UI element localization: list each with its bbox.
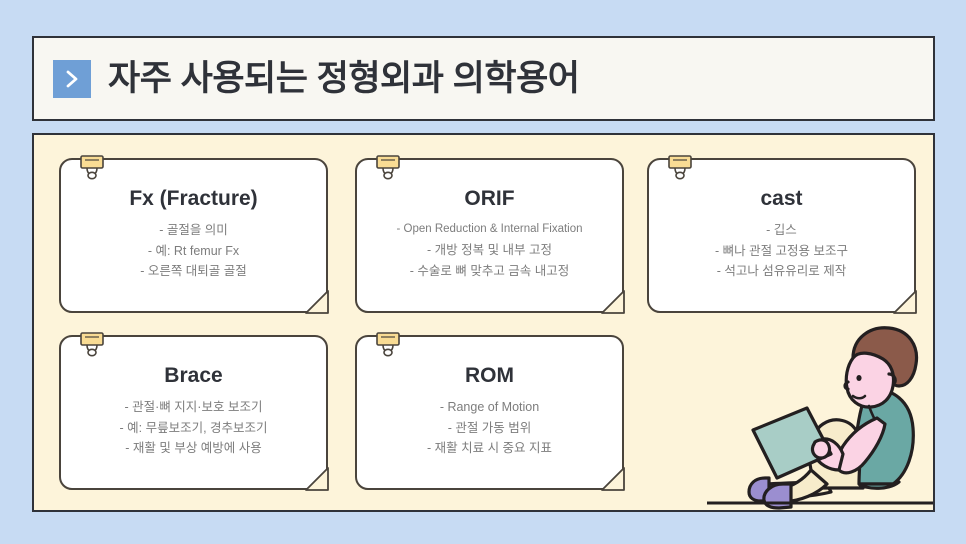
term-card-orif[interactable]: ORIF - Open Reduction & Internal Fixatio… <box>355 155 625 314</box>
card-body: - 깁스 - 뼈나 관절 고정용 보조구 - 석고나 섬유유리로 제작 <box>715 222 848 281</box>
card-line: - 재활 및 부상 예방에 사용 <box>125 441 262 456</box>
term-card-cast[interactable]: cast - 깁스 - 뼈나 관절 고정용 보조구 - 석고나 섬유유리로 제작 <box>647 155 917 314</box>
card-line: - 골절을 의미 <box>159 222 228 237</box>
card-title: ORIF <box>464 187 515 211</box>
card-line: - 오른쪽 대퇴골 골절 <box>140 264 247 279</box>
card-line: - 수술로 뼈 맞추고 금속 내고정 <box>409 263 570 278</box>
card-body: - 골절을 의미 - 예: Rt femur Fx - 오른쪽 대퇴골 골절 <box>140 222 247 281</box>
card-line: - 석고나 섬유유리로 제작 <box>716 264 847 279</box>
page-fold-corner <box>301 286 329 314</box>
page-title: 자주 사용되는 정형외과 의학용어 <box>108 59 580 98</box>
chevron-right-icon <box>53 59 91 98</box>
card-title: ROM <box>465 363 514 387</box>
term-card-grid: Fx (Fracture) - 골절을 의미 - 예: Rt femur Fx … <box>34 135 933 510</box>
card-body: - Open Reduction & Internal Fixation - 개… <box>396 222 582 279</box>
binder-clip-icon <box>663 147 697 181</box>
page-fold-corner <box>889 286 917 314</box>
card-line: - 관절 가동 범위 <box>447 420 532 435</box>
card-line: - 예: Rt femur Fx <box>147 243 240 258</box>
card-line: - 관절·뼈 지지·보호 보조기 <box>124 399 263 414</box>
card-body: - 관절·뼈 지지·보호 보조기 - 예: 무릎보조기, 경추보조기 - 재활 … <box>119 399 267 458</box>
content-panel: Fx (Fracture) - 골절을 의미 - 예: Rt femur Fx … <box>32 133 935 512</box>
slide-title-bar: 자주 사용되는 정형외과 의학용어 <box>32 36 935 121</box>
card-body: - Range of Motion - 관절 가동 범위 - 재활 치료 시 중… <box>427 399 552 458</box>
card-line: - 깁스 <box>766 222 797 237</box>
term-card-rom[interactable]: ROM - Range of Motion - 관절 가동 범위 - 재활 치료… <box>355 332 625 491</box>
page-fold-corner <box>597 463 625 491</box>
binder-clip-icon <box>75 147 109 181</box>
card-line: - 개방 정복 및 내부 고정 <box>426 242 553 257</box>
binder-clip-icon <box>75 324 109 358</box>
binder-clip-icon <box>371 324 405 358</box>
term-card-fx[interactable]: Fx (Fracture) - 골절을 의미 - 예: Rt femur Fx … <box>59 155 329 314</box>
card-line: - 재활 치료 시 중요 지표 <box>426 441 553 456</box>
card-line: - Open Reduction & Internal Fixation <box>396 223 583 236</box>
card-title: cast <box>760 186 803 210</box>
card-title: Fx (Fracture) <box>129 186 258 210</box>
page-fold-corner <box>597 286 625 314</box>
card-title: Brace <box>164 363 223 387</box>
term-card-brace[interactable]: Brace - 관절·뼈 지지·보호 보조기 - 예: 무릎보조기, 경추보조기… <box>59 332 329 491</box>
card-line: - 뼈나 관절 고정용 보조구 <box>714 243 849 258</box>
card-line: - Range of Motion <box>439 399 540 414</box>
binder-clip-icon <box>371 147 405 181</box>
card-line: - 예: 무릎보조기, 경추보조기 <box>119 420 268 435</box>
page-fold-corner <box>301 463 329 491</box>
